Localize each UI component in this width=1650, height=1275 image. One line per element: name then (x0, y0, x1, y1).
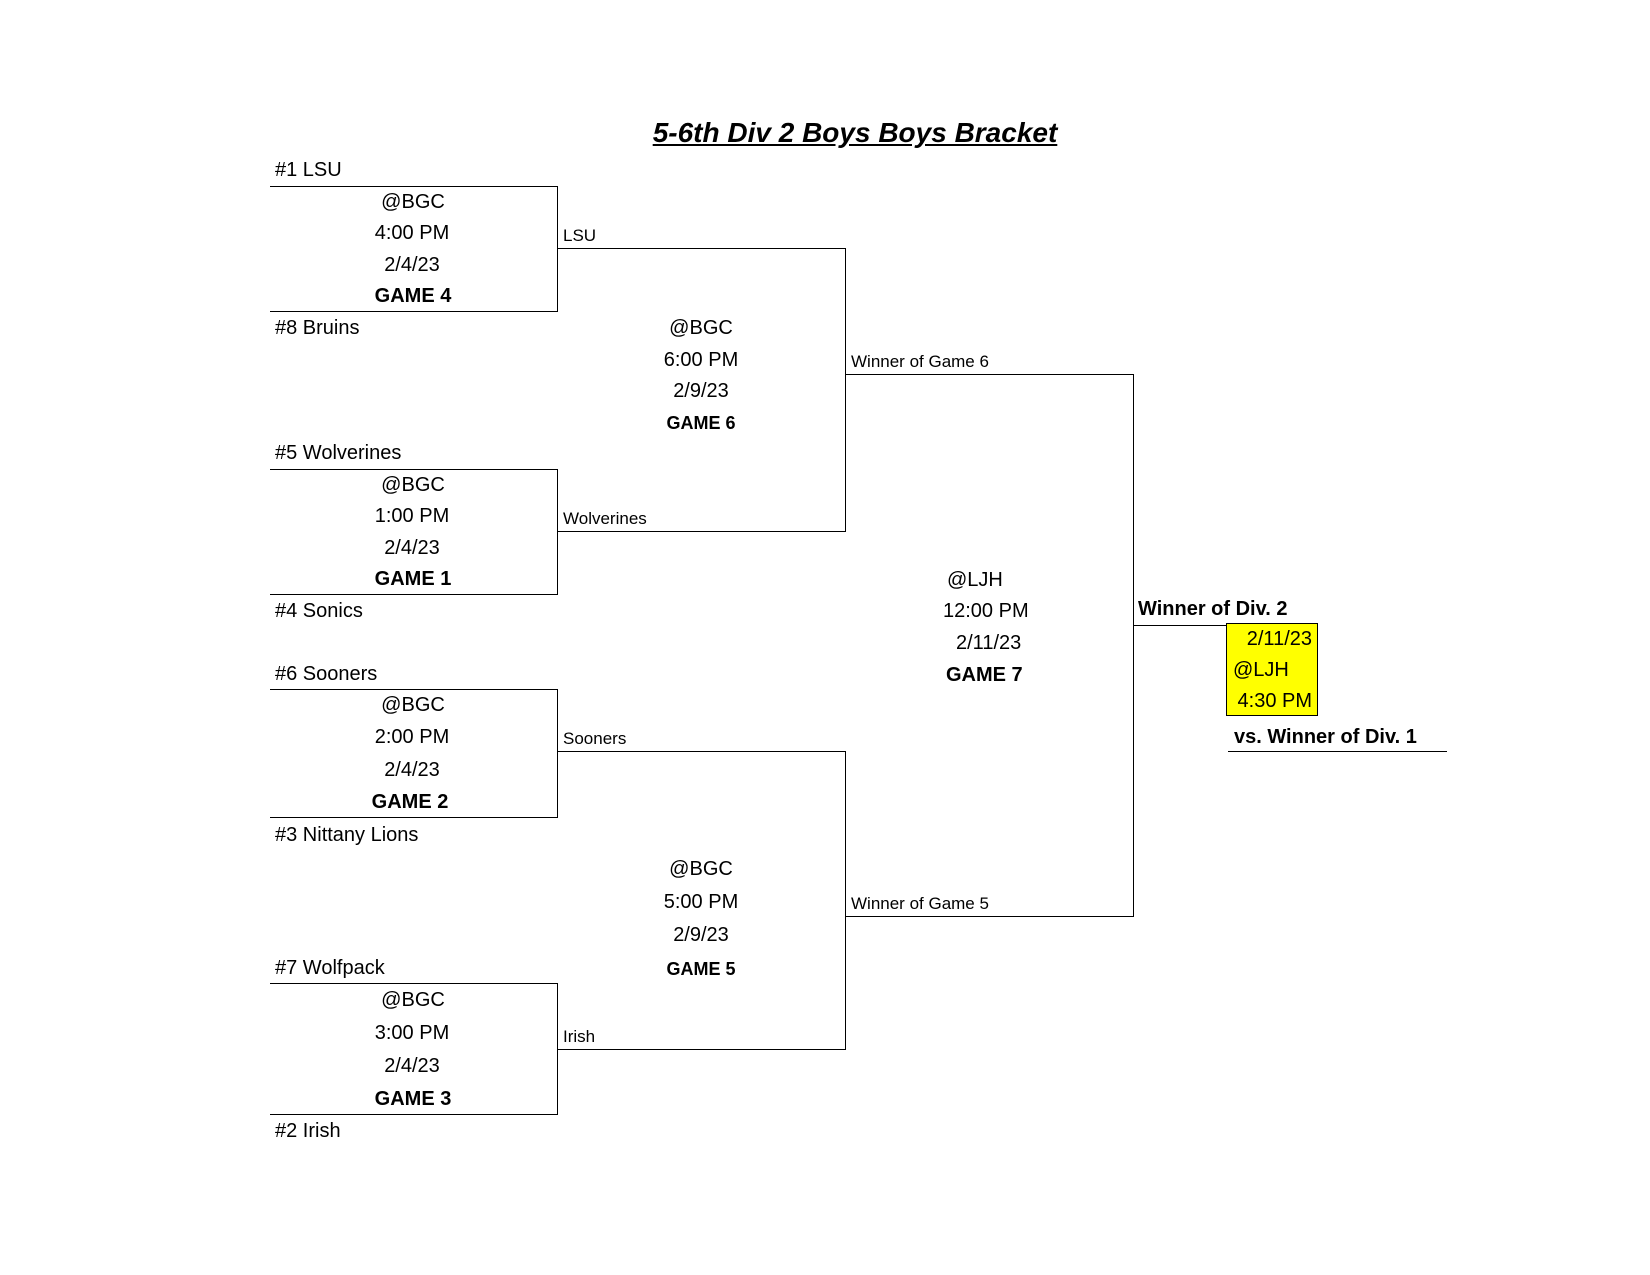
advancer-label: Irish (563, 1027, 596, 1046)
game-location: @BGC (381, 694, 445, 716)
bracket-line (270, 689, 558, 690)
advancer-label: Sooners (563, 729, 627, 748)
bracket-line (270, 983, 558, 984)
game-time: 12:00 PM (943, 600, 1029, 622)
seed-team: #5 Wolverines (275, 442, 402, 464)
game-date: 2/4/23 (384, 254, 440, 276)
advancer-label: Winner of Game 6 (851, 352, 989, 371)
seed-team: #7 Wolfpack (275, 957, 385, 979)
game-time: 2:00 PM (374, 726, 450, 748)
game-date: 2/9/23 (673, 924, 729, 946)
seed-team: #4 Sonics (275, 600, 363, 622)
bracket-line (557, 186, 558, 312)
bracket-line (557, 531, 846, 532)
game-date: 2/11/23 (956, 632, 1022, 654)
bracket-line (557, 248, 846, 249)
game-date: 2/4/23 (384, 759, 440, 781)
game-label: GAME 1 (374, 568, 452, 590)
game-time: 4:00 PM (374, 222, 450, 244)
seed-team: #1 LSU (275, 159, 342, 181)
game-label: GAME 3 (374, 1088, 452, 1110)
page-title: 5-6th Div 2 Boys Boys Bracket (652, 117, 1058, 148)
game-location: @LJH (947, 569, 1003, 591)
game-label: GAME 7 (946, 664, 1023, 686)
bracket-line (845, 248, 846, 532)
bracket-line (270, 1114, 558, 1115)
game-location: @BGC (381, 191, 445, 213)
bracket-line (557, 469, 558, 595)
final-date: 2/11/23 (1246, 628, 1312, 650)
game-time: 1:00 PM (374, 505, 450, 527)
game-location: @BGC (381, 474, 445, 496)
game-location: @BGC (669, 858, 733, 880)
seed-team: #2 Irish (275, 1120, 341, 1142)
advancer-label: Wolverines (563, 509, 647, 528)
bracket-line (557, 1049, 846, 1050)
bracket-line (270, 817, 558, 818)
final-opponent: vs. Winner of Div. 1 (1234, 726, 1417, 748)
bracket-line (270, 594, 558, 595)
game-time: 5:00 PM (663, 891, 739, 913)
game-time: 6:00 PM (663, 349, 739, 371)
bracket-line (1133, 625, 1227, 626)
bracket-line (270, 186, 558, 187)
bracket-line (270, 469, 558, 470)
bracket-line (557, 751, 846, 752)
bracket-line (270, 311, 558, 312)
advancer-label: LSU (563, 226, 597, 245)
game-date: 2/4/23 (384, 1055, 440, 1077)
game-location: @BGC (669, 317, 733, 339)
game-location: @BGC (381, 989, 445, 1011)
seed-team: #6 Sooners (275, 663, 378, 685)
seed-team: #8 Bruins (275, 317, 360, 339)
game-time: 3:00 PM (374, 1022, 450, 1044)
seed-team: #3 Nittany Lions (275, 824, 419, 846)
bracket-line (1228, 751, 1447, 752)
game-label: GAME 4 (374, 285, 452, 307)
final-location: @LJH (1233, 659, 1289, 681)
advancer-label: Winner of Game 5 (851, 894, 989, 913)
game-label: GAME 6 (666, 413, 736, 433)
bracket-line (845, 916, 1134, 917)
final-game-box: 2/11/23 @LJH 4:30 PM (1226, 623, 1318, 716)
bracket-line (845, 374, 1134, 375)
bracket-line (557, 689, 558, 818)
game-label: GAME 5 (666, 959, 736, 979)
final-winner-label: Winner of Div. 2 (1138, 598, 1288, 620)
game-label: GAME 2 (371, 791, 449, 813)
bracket-line (1133, 374, 1134, 917)
game-date: 2/9/23 (673, 380, 729, 402)
final-time: 4:30 PM (1237, 690, 1312, 712)
game-date: 2/4/23 (384, 537, 440, 559)
bracket-line (845, 751, 846, 1050)
